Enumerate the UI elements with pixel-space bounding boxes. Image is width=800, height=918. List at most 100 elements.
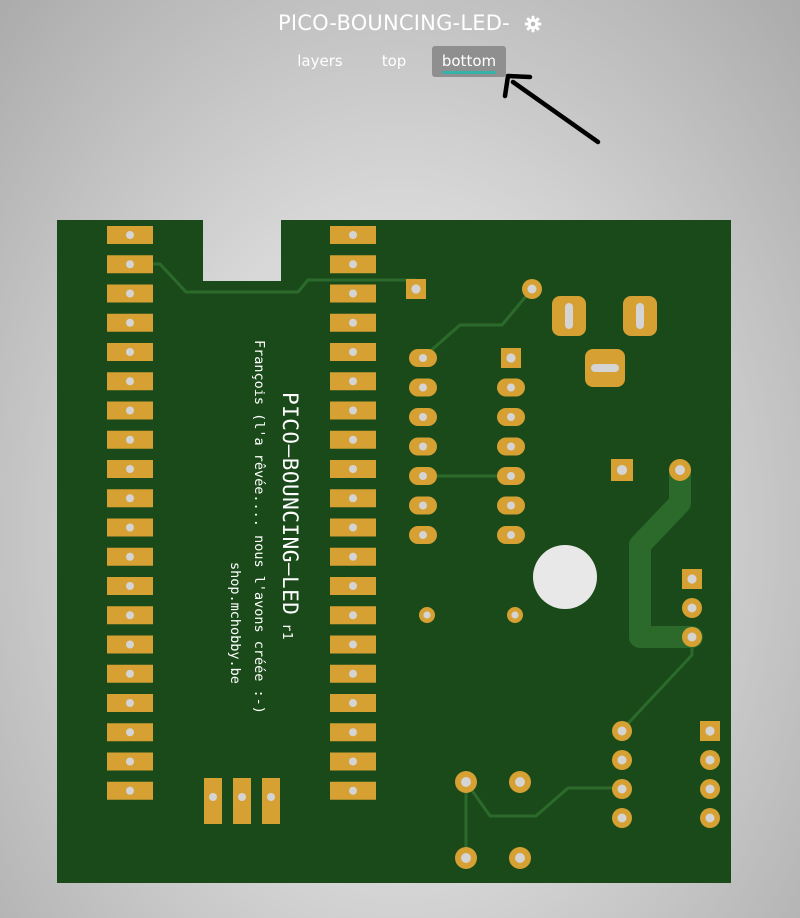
gear-icon[interactable] bbox=[524, 15, 542, 33]
drill-hole bbox=[419, 354, 427, 362]
drill-hole bbox=[126, 552, 134, 561]
drill-hole bbox=[126, 348, 134, 356]
board-title: PICO—BOUNCING—LED r1 bbox=[278, 392, 302, 640]
drill-hole bbox=[461, 777, 471, 787]
drill-hole bbox=[349, 289, 357, 298]
drill-hole bbox=[705, 813, 715, 823]
drill-hole bbox=[349, 465, 357, 473]
drill-hole bbox=[565, 303, 573, 329]
drill-hole bbox=[616, 464, 628, 476]
drill-hole bbox=[507, 413, 515, 421]
drill-hole bbox=[126, 406, 134, 415]
board-credit: François (l'a rêvée.... nous l'avons cré… bbox=[251, 340, 267, 714]
drill-hole bbox=[126, 465, 134, 473]
mounting-hole bbox=[533, 545, 597, 609]
drill-hole bbox=[419, 531, 427, 539]
drill-hole bbox=[126, 289, 134, 298]
drill-hole bbox=[507, 472, 515, 480]
drill-hole bbox=[617, 813, 627, 823]
tab-top[interactable]: top bbox=[372, 46, 416, 77]
board-url: shop.mchobby.be bbox=[227, 562, 243, 684]
board-revision: r1 bbox=[279, 623, 294, 641]
drill-hole bbox=[591, 364, 619, 372]
trace bbox=[629, 459, 703, 648]
drill-hole bbox=[636, 303, 644, 329]
drill-hole bbox=[126, 699, 134, 707]
drill-hole bbox=[126, 435, 134, 444]
drill-hole bbox=[267, 793, 275, 801]
drill-hole bbox=[705, 755, 715, 765]
drill-hole bbox=[419, 413, 427, 421]
drill-hole bbox=[349, 699, 357, 707]
drill-hole bbox=[515, 853, 525, 863]
drill-hole bbox=[349, 757, 357, 766]
drill-hole bbox=[507, 442, 515, 451]
drill-hole bbox=[411, 284, 421, 294]
drill-hole bbox=[238, 793, 246, 801]
board-outline bbox=[57, 220, 731, 883]
drill-hole bbox=[349, 494, 357, 503]
drill-hole bbox=[419, 501, 427, 510]
drill-hole bbox=[515, 777, 525, 787]
drill-hole bbox=[349, 786, 357, 795]
drill-hole bbox=[126, 786, 134, 795]
tab-label: layers bbox=[297, 52, 343, 70]
drill-hole bbox=[507, 531, 515, 539]
trace bbox=[464, 781, 622, 818]
pads bbox=[107, 226, 720, 869]
drill-hole bbox=[349, 318, 357, 327]
drill-hole bbox=[349, 611, 357, 620]
drill-hole bbox=[126, 582, 134, 590]
drill-hole bbox=[126, 318, 134, 327]
tab-label: top bbox=[381, 52, 407, 70]
drill-hole bbox=[349, 523, 357, 532]
drill-hole bbox=[349, 582, 357, 590]
drill-hole bbox=[349, 260, 357, 269]
drill-hole bbox=[507, 501, 515, 510]
drill-hole bbox=[423, 611, 431, 619]
drill-hole bbox=[126, 377, 134, 386]
tab-bottom[interactable]: bottom bbox=[432, 46, 506, 77]
drill-hole bbox=[349, 348, 357, 356]
drill-hole bbox=[687, 574, 697, 584]
drill-hole bbox=[461, 853, 471, 863]
drill-hole bbox=[126, 611, 134, 620]
drill-hole bbox=[349, 669, 357, 678]
drill-hole bbox=[617, 755, 627, 765]
drill-hole bbox=[126, 260, 134, 269]
drill-hole bbox=[126, 669, 134, 678]
header: PICO-BOUNCING-LED- layers top bottom bbox=[0, 0, 800, 90]
drill-hole bbox=[705, 784, 715, 794]
drill-hole bbox=[419, 472, 427, 480]
drill-hole bbox=[349, 231, 357, 239]
drill-hole bbox=[687, 603, 697, 613]
drill-hole bbox=[675, 465, 685, 475]
drill-hole bbox=[349, 435, 357, 444]
drill-hole bbox=[419, 442, 427, 451]
drill-hole bbox=[687, 632, 697, 642]
drill-hole bbox=[349, 406, 357, 415]
board-title-text: PICO—BOUNCING—LED bbox=[278, 392, 302, 616]
traces bbox=[130, 262, 703, 858]
drill-hole bbox=[126, 231, 134, 239]
drill-hole bbox=[349, 728, 357, 737]
drill-hole bbox=[126, 523, 134, 532]
drill-hole bbox=[705, 726, 715, 736]
drill-hole bbox=[617, 784, 627, 794]
drill-hole bbox=[617, 726, 627, 736]
page-title: PICO-BOUNCING-LED- bbox=[278, 11, 510, 35]
drill-hole bbox=[349, 552, 357, 561]
trace bbox=[130, 262, 416, 294]
drill-hole bbox=[506, 353, 516, 363]
soldermask bbox=[57, 220, 731, 883]
drill-hole bbox=[126, 494, 134, 503]
trace bbox=[425, 288, 534, 357]
drill-hole bbox=[349, 377, 357, 386]
tab-layers[interactable]: layers bbox=[290, 46, 350, 77]
drill-hole bbox=[126, 640, 134, 649]
drill-hole bbox=[349, 640, 357, 649]
tab-label: bottom bbox=[441, 52, 497, 70]
drill-hole bbox=[527, 284, 537, 294]
drill-hole bbox=[126, 757, 134, 766]
